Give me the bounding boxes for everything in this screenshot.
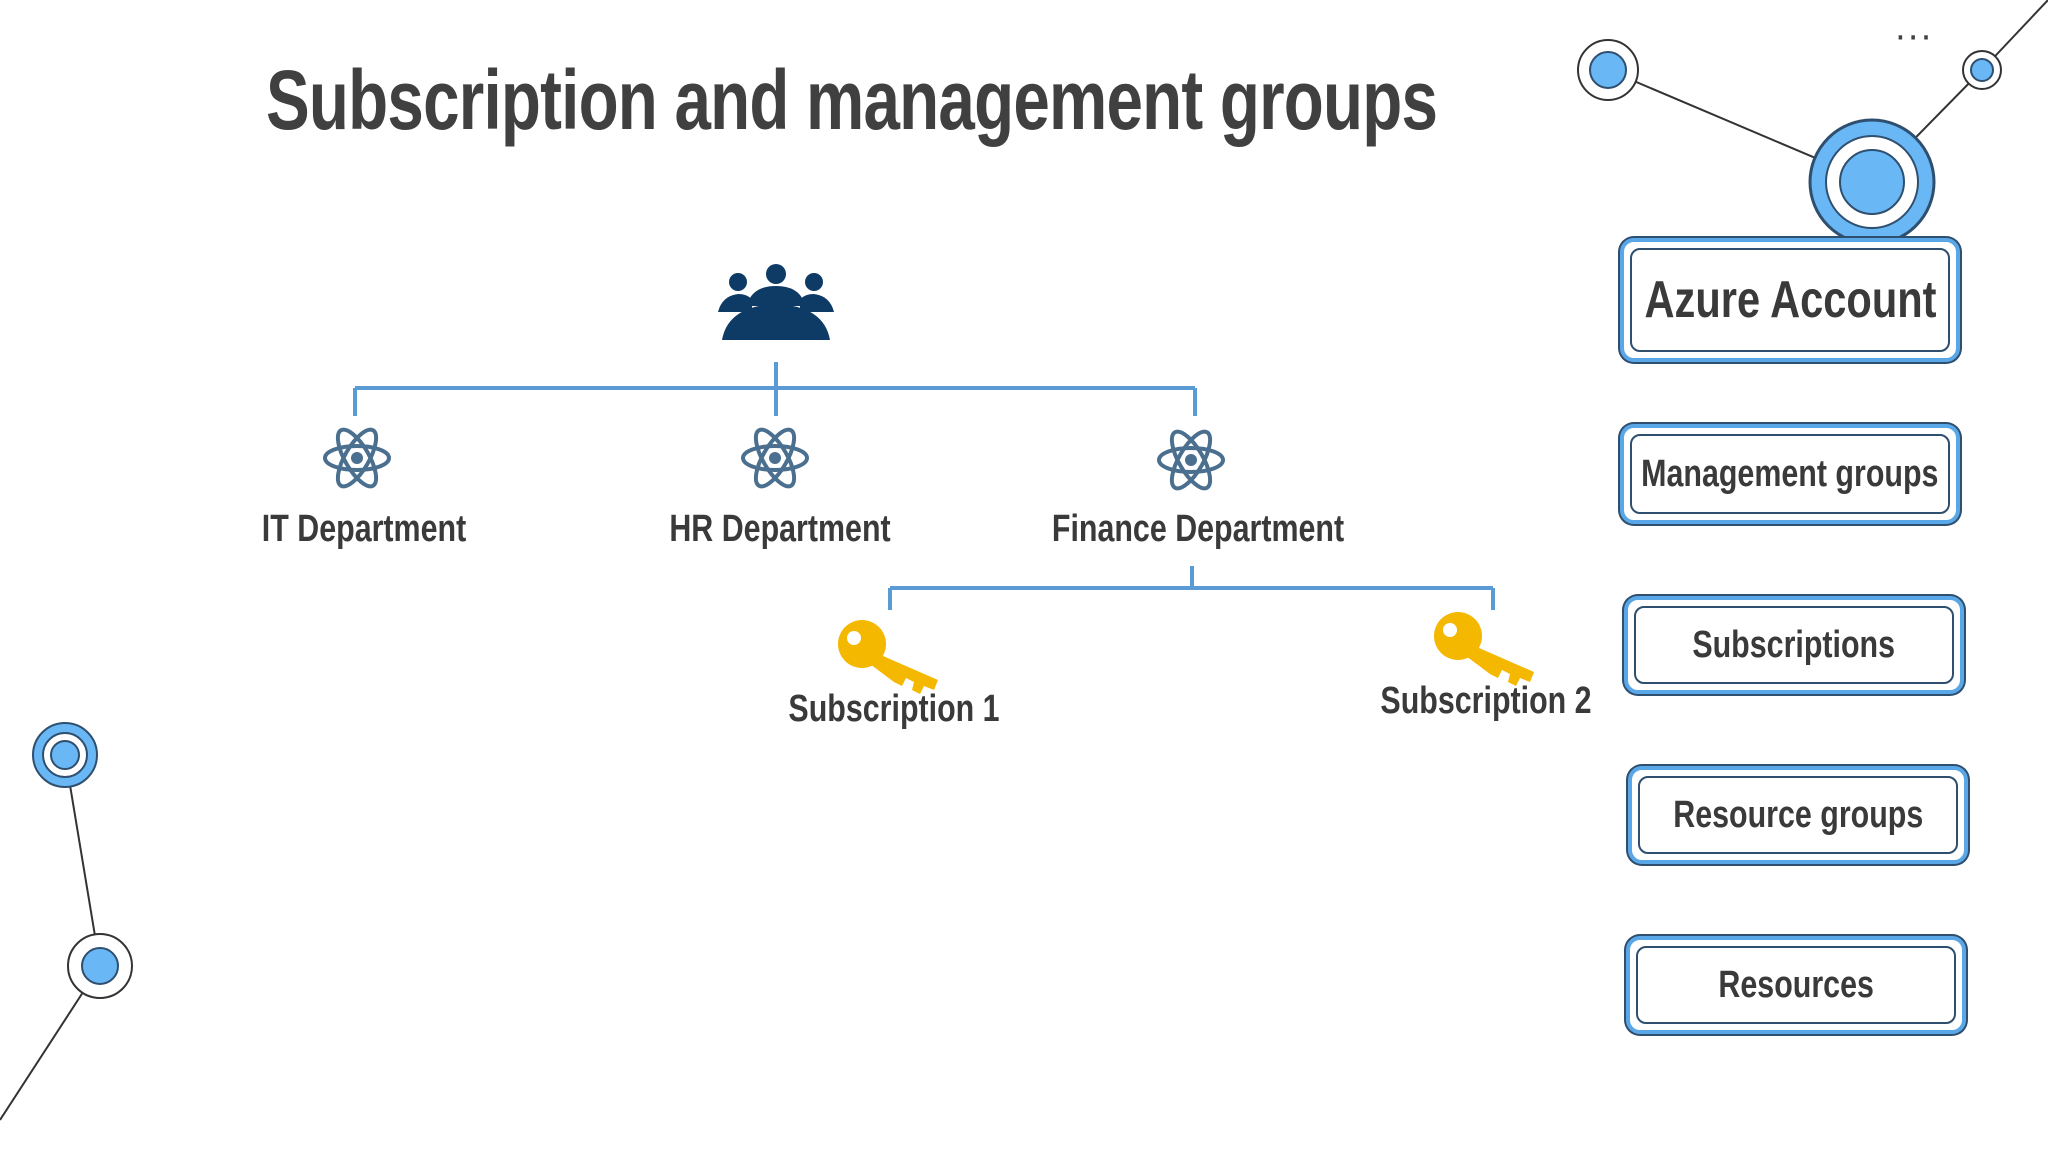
deco-node-core (1970, 58, 1994, 82)
deco-node-core (50, 740, 80, 770)
atom-icon (741, 427, 809, 489)
org-connectors (353, 362, 1495, 610)
page-title: Subscription and management groups (266, 53, 1438, 147)
hierarchy-label: Subscriptions (1692, 623, 1896, 666)
atom-icon (1157, 429, 1225, 491)
hierarchy-label: Management groups (1641, 452, 1939, 495)
hierarchy-box-resource-groups: Resource groups (1628, 766, 1968, 864)
department-label-hr: HR Department (669, 508, 891, 550)
key-icon (838, 620, 938, 694)
deco-node-core (1839, 149, 1905, 215)
deco-node-core (1589, 51, 1627, 89)
hierarchy-box-management-groups: Management groups (1620, 424, 1960, 524)
hierarchy-box-subscriptions: Subscriptions (1624, 596, 1964, 694)
more-options-icon[interactable]: ··· (1895, 18, 1934, 58)
hierarchy-label: Resource groups (1672, 793, 1924, 836)
deco-line (64, 754, 101, 967)
department-label-finance: Finance Department (1051, 508, 1345, 550)
hierarchy-label: Resources (1718, 963, 1874, 1006)
people-group-icon (718, 264, 834, 340)
hierarchy-label: Azure Account (1644, 271, 1936, 329)
key-icon (1434, 612, 1534, 686)
subscription-label-1: Subscription 1 (788, 688, 1000, 730)
department-label-it: IT Department (261, 508, 467, 550)
hierarchy-box-azure-account: Azure Account (1620, 238, 1960, 362)
deco-node-core (81, 947, 119, 985)
subscription-label-2: Subscription 2 (1380, 680, 1592, 722)
hierarchy-box-resources: Resources (1626, 936, 1966, 1034)
atom-icon (323, 427, 391, 489)
